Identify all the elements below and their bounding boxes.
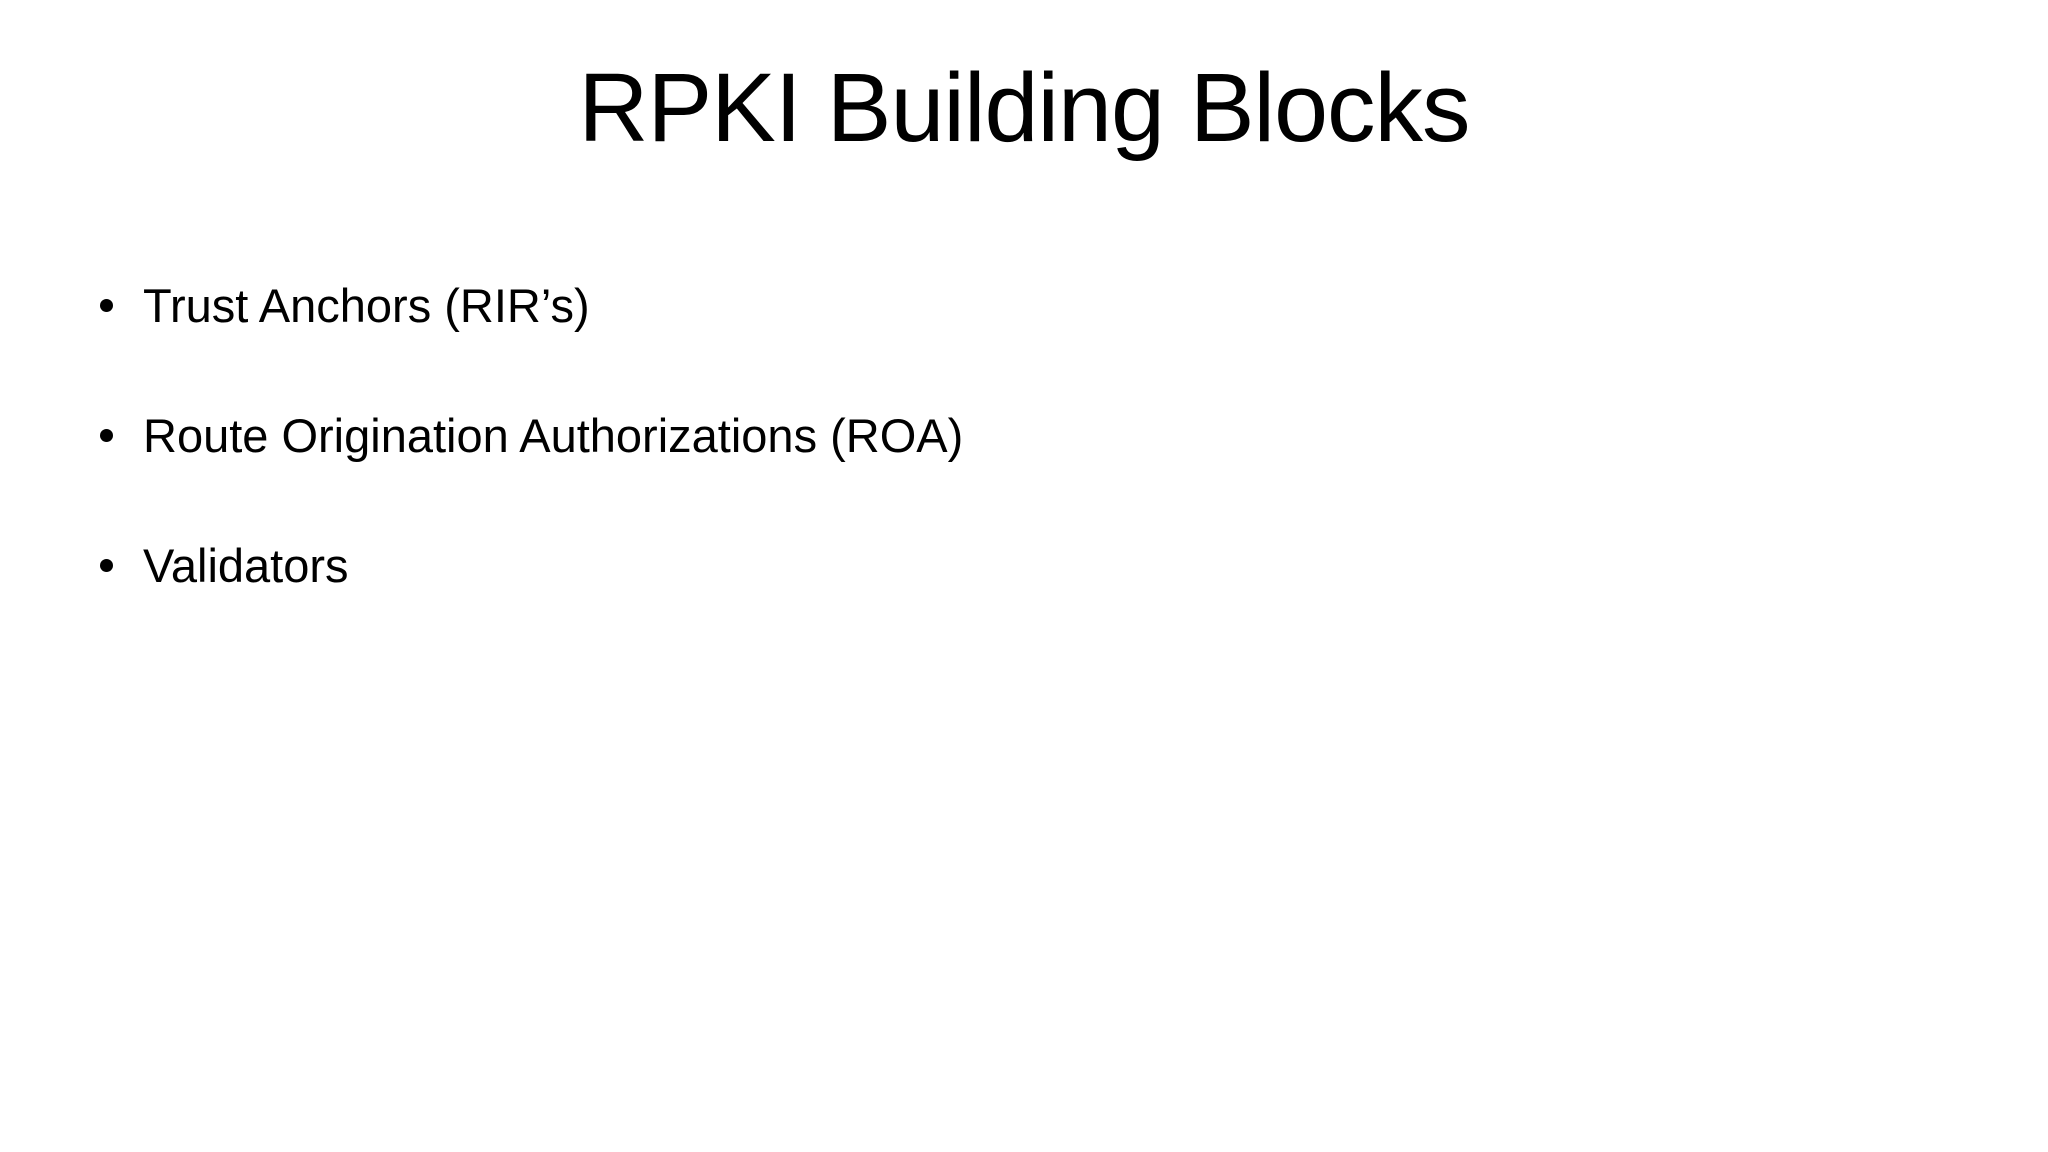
bullet-dot-icon <box>100 429 113 442</box>
list-item: Trust Anchors (RIR’s) <box>0 241 2048 371</box>
bullet-label-route-origination-authorizations: Route Origination Authorizations (ROA) <box>143 409 964 462</box>
bullet-dot-icon <box>100 299 113 312</box>
bullet-label-trust-anchors: Trust Anchors (RIR’s) <box>143 279 590 332</box>
list-item: Route Origination Authorizations (ROA) <box>0 371 2048 501</box>
slide-title: RPKI Building Blocks <box>578 53 1470 162</box>
list-item: Validators <box>0 501 2048 631</box>
bullet-label-validators: Validators <box>143 539 349 592</box>
bullet-dot-icon <box>100 559 113 572</box>
bullet-list: Trust Anchors (RIR’s) Route Origination … <box>0 241 2048 631</box>
